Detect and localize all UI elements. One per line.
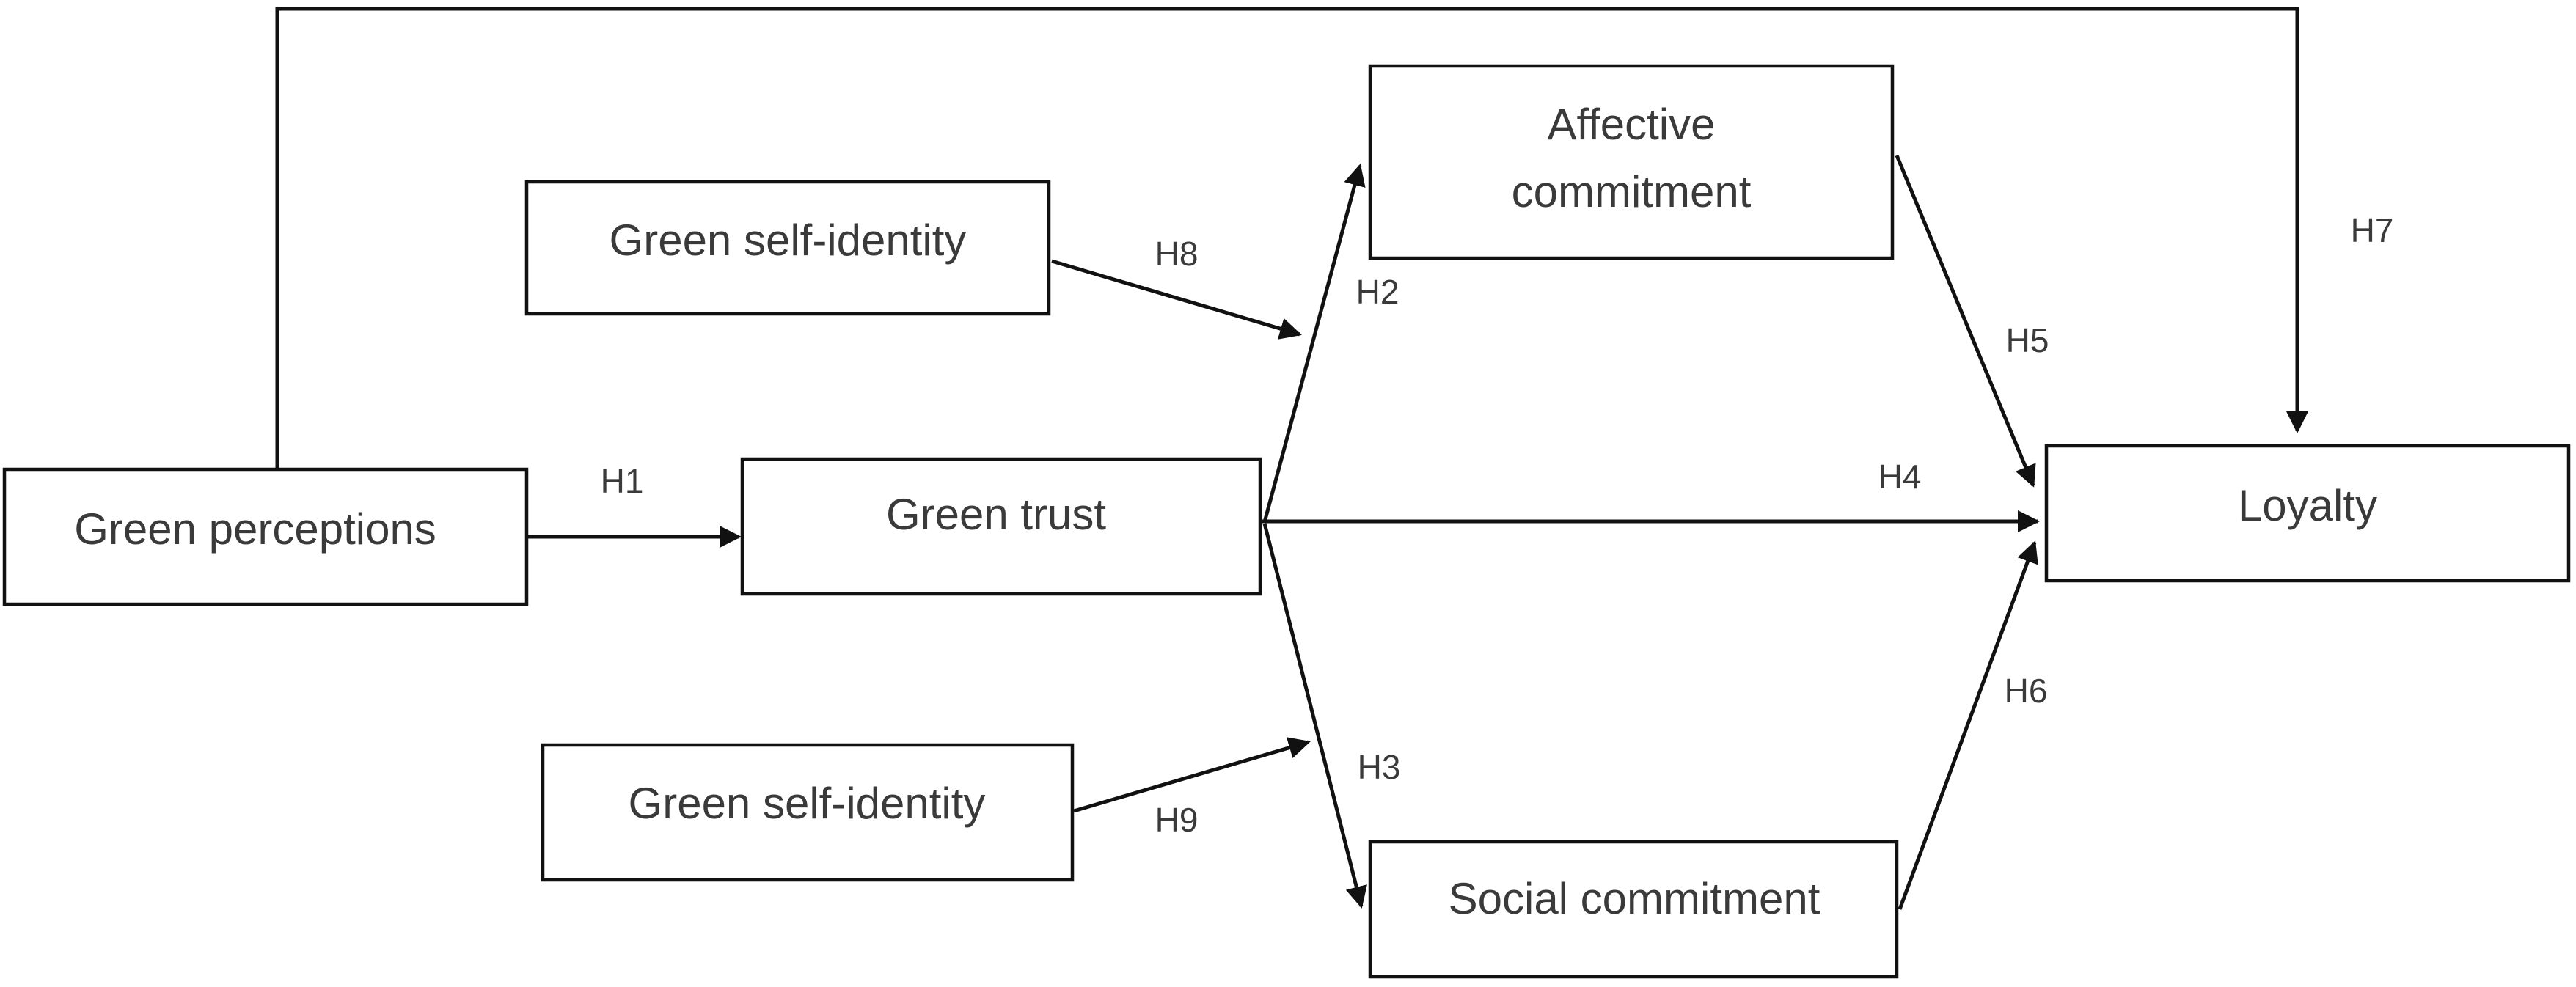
node-green-perceptions: Green perceptions bbox=[2, 467, 529, 606]
node-green-trust: Green trust bbox=[740, 457, 1262, 596]
edge-h8-green-self-identity-moderation bbox=[1051, 259, 1302, 340]
node-label-line-2: commitment bbox=[1512, 167, 1752, 216]
edges bbox=[275, 7, 2308, 910]
node-green-self-identity-bottom: Green self-identity bbox=[541, 743, 1075, 882]
node-label: Loyalty bbox=[2238, 481, 2377, 530]
label-h2: H2 bbox=[1356, 273, 1399, 311]
node-loyalty: Loyalty bbox=[2044, 444, 2571, 583]
edge-h9-green-self-identity-moderation bbox=[1073, 737, 1311, 813]
node-affective-commitment: Affective commitment bbox=[1368, 64, 1895, 260]
edge-h3-green-trust-to-social-commitment bbox=[1262, 523, 1367, 909]
label-h7: H7 bbox=[2351, 211, 2394, 249]
label-h5: H5 bbox=[2006, 321, 2049, 359]
hypothesis-labels: H1 H2 H3 H4 H5 H6 H7 H8 H9 bbox=[601, 211, 2394, 839]
node-label: Green self-identity bbox=[610, 216, 967, 265]
label-h9: H9 bbox=[1155, 801, 1199, 839]
edge-h6-social-commitment-to-loyalty bbox=[1898, 540, 2038, 910]
node-label: Green trust bbox=[886, 490, 1106, 539]
node-label: Social commitment bbox=[1449, 874, 1821, 923]
node-social-commitment: Social commitment bbox=[1368, 840, 1899, 979]
label-h1: H1 bbox=[601, 462, 644, 500]
label-h4: H4 bbox=[1878, 458, 1922, 496]
label-h3: H3 bbox=[1358, 748, 1401, 786]
label-h6: H6 bbox=[2005, 672, 2048, 710]
label-h8: H8 bbox=[1155, 235, 1199, 273]
edge-h5-affective-commitment-to-loyalty bbox=[1895, 155, 2036, 488]
node-label: Green perceptions bbox=[74, 504, 436, 554]
node-label-line-1: Affective bbox=[1547, 100, 1715, 149]
edge-h7-green-perceptions-to-loyalty bbox=[275, 7, 2308, 469]
node-label: Green self-identity bbox=[629, 779, 986, 828]
edge-h2-green-trust-to-affective-commitment bbox=[1262, 164, 1366, 523]
node-green-self-identity-top: Green self-identity bbox=[524, 180, 1051, 316]
